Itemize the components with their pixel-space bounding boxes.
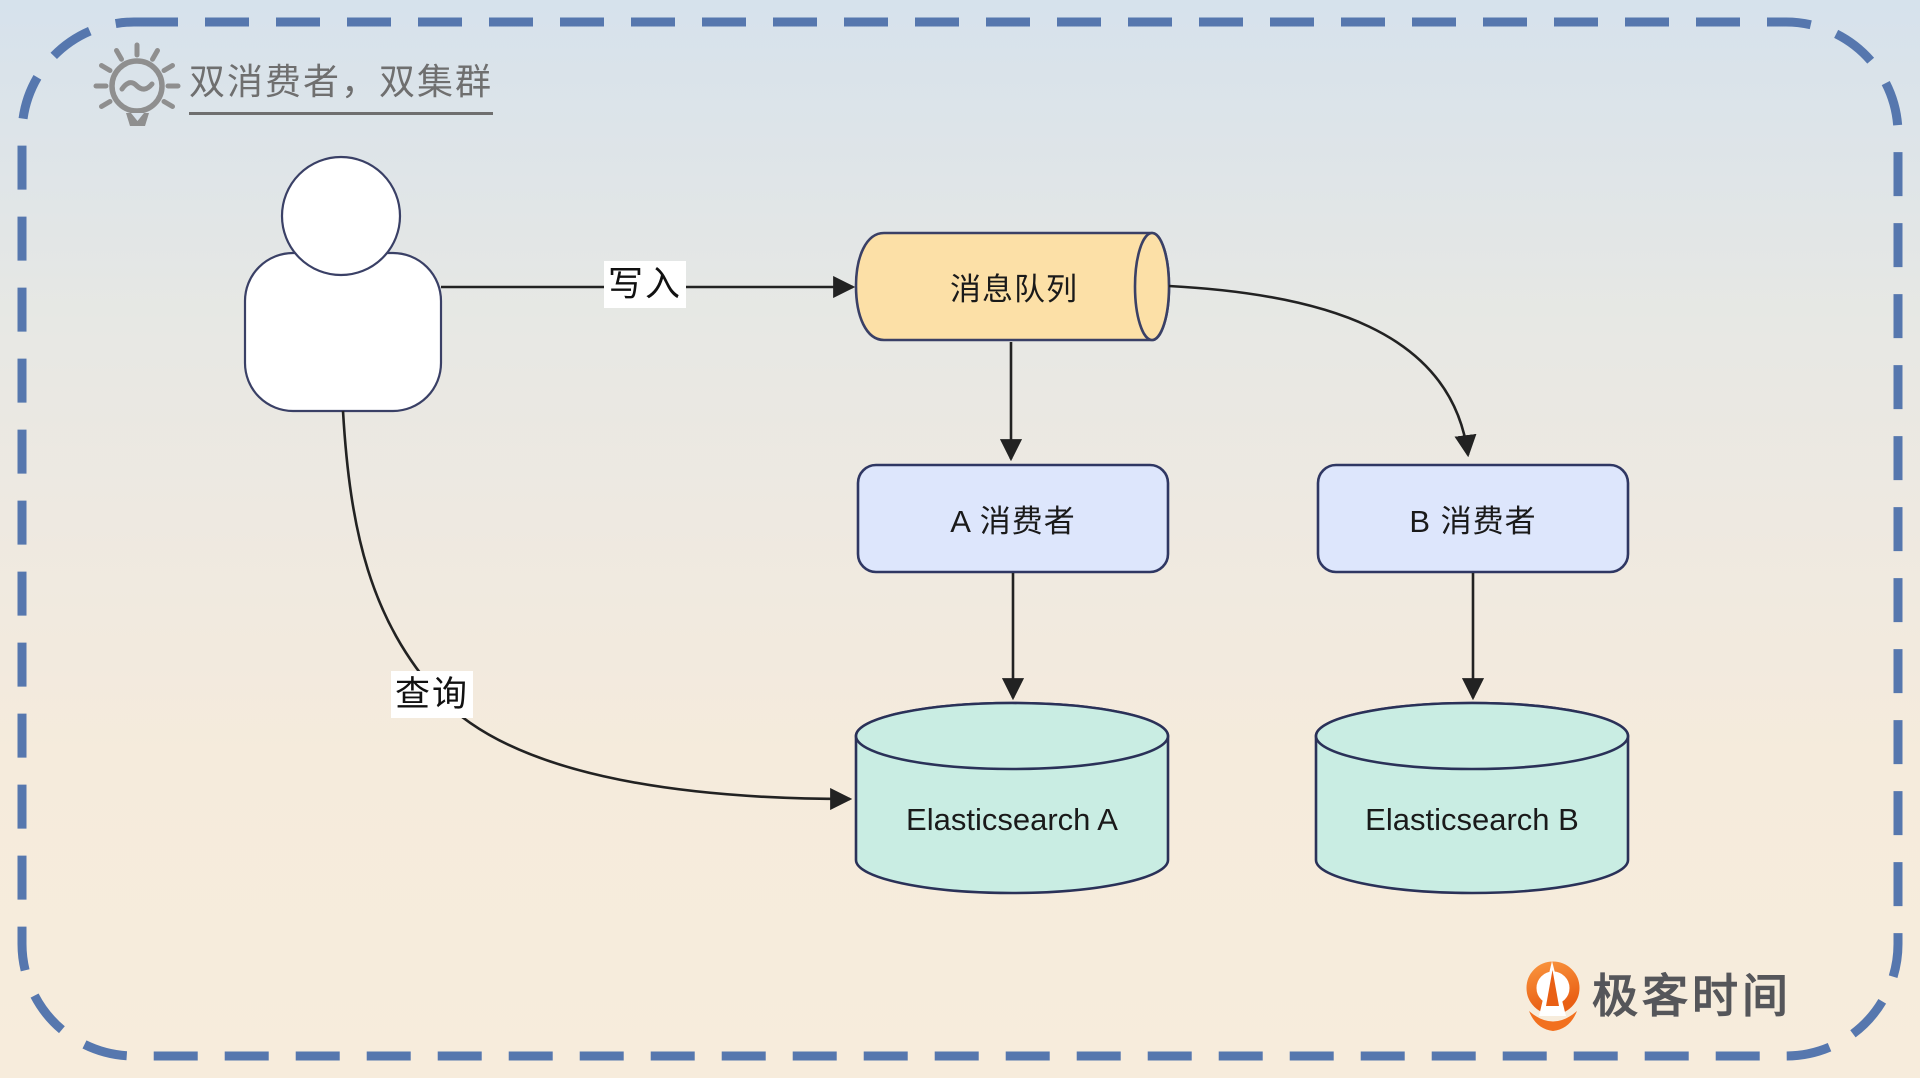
diagram-title: 双消费者，双集群 bbox=[189, 53, 494, 115]
es-a-shape bbox=[854, 701, 1170, 895]
geektime-logo-icon bbox=[1526, 961, 1580, 1031]
queue-label: 消息队列 bbox=[950, 271, 1078, 307]
consumer-b-label: B 消费者 bbox=[1409, 504, 1537, 539]
user-person-icon bbox=[243, 155, 443, 413]
edge-queue-to-b-arrow bbox=[1168, 284, 1477, 458]
consumer-a-shape bbox=[856, 463, 1170, 574]
queue-shape bbox=[854, 231, 1171, 342]
es-b-label: Elasticsearch B bbox=[1365, 802, 1579, 837]
es-a-label: Elasticsearch A bbox=[906, 802, 1118, 837]
consumer-b-shape bbox=[1316, 463, 1630, 574]
edge-query-arrow bbox=[341, 410, 853, 811]
lightbulb-icon bbox=[93, 42, 181, 126]
dashed-frame-border bbox=[17, 17, 1903, 1061]
consumer-a-label: A 消费者 bbox=[950, 504, 1076, 539]
es-b-shape bbox=[1314, 701, 1630, 895]
geektime-logo-text: 极客时间 bbox=[1592, 970, 1792, 1022]
write-edge-label: 写入 bbox=[604, 261, 687, 308]
query-edge-label: 查询 bbox=[391, 671, 474, 718]
